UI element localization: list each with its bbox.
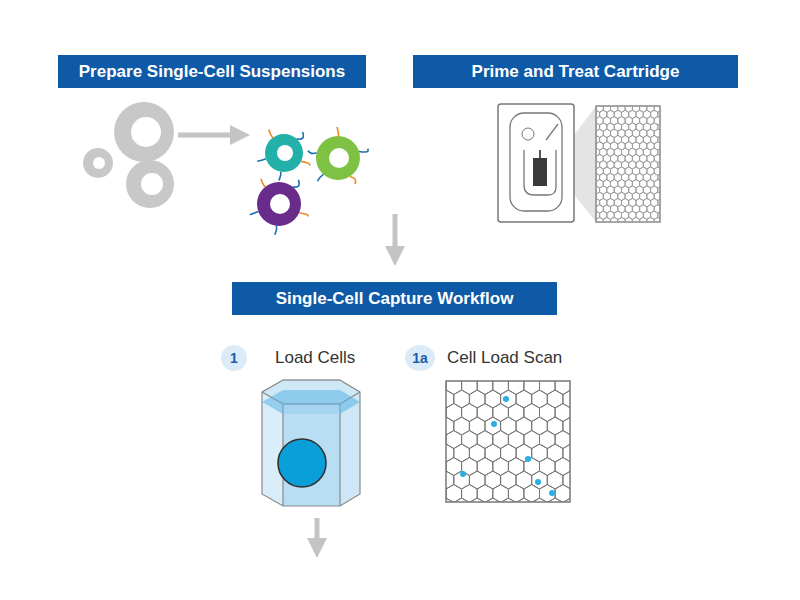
banner-title: Prime and Treat Cartridge (472, 62, 680, 82)
step-label: Load Cells (275, 348, 355, 368)
section-banner: Prime and Treat Cartridge (413, 55, 738, 88)
scan-grid (423, 363, 587, 516)
flow-arrow (315, 518, 320, 548)
raw-cells (83, 102, 174, 208)
section-banner: Single-Cell Capture Workflow (232, 282, 557, 315)
banner-title: Single-Cell Capture Workflow (276, 289, 514, 309)
flow-arrow (393, 214, 398, 256)
well (262, 380, 360, 506)
banner-title: Prepare Single-Cell Suspensions (79, 62, 345, 82)
step-number: 1a (405, 345, 435, 371)
process-arrow (178, 133, 240, 138)
callout-number: 1a (412, 350, 428, 366)
step-label: Cell Load Scan (447, 348, 562, 368)
cartridge (498, 98, 669, 226)
callout-number: 1 (230, 350, 238, 366)
labelled-cells (250, 127, 368, 235)
step-number: 1 (221, 345, 247, 371)
section-banner: Prepare Single-Cell Suspensions (58, 55, 366, 88)
